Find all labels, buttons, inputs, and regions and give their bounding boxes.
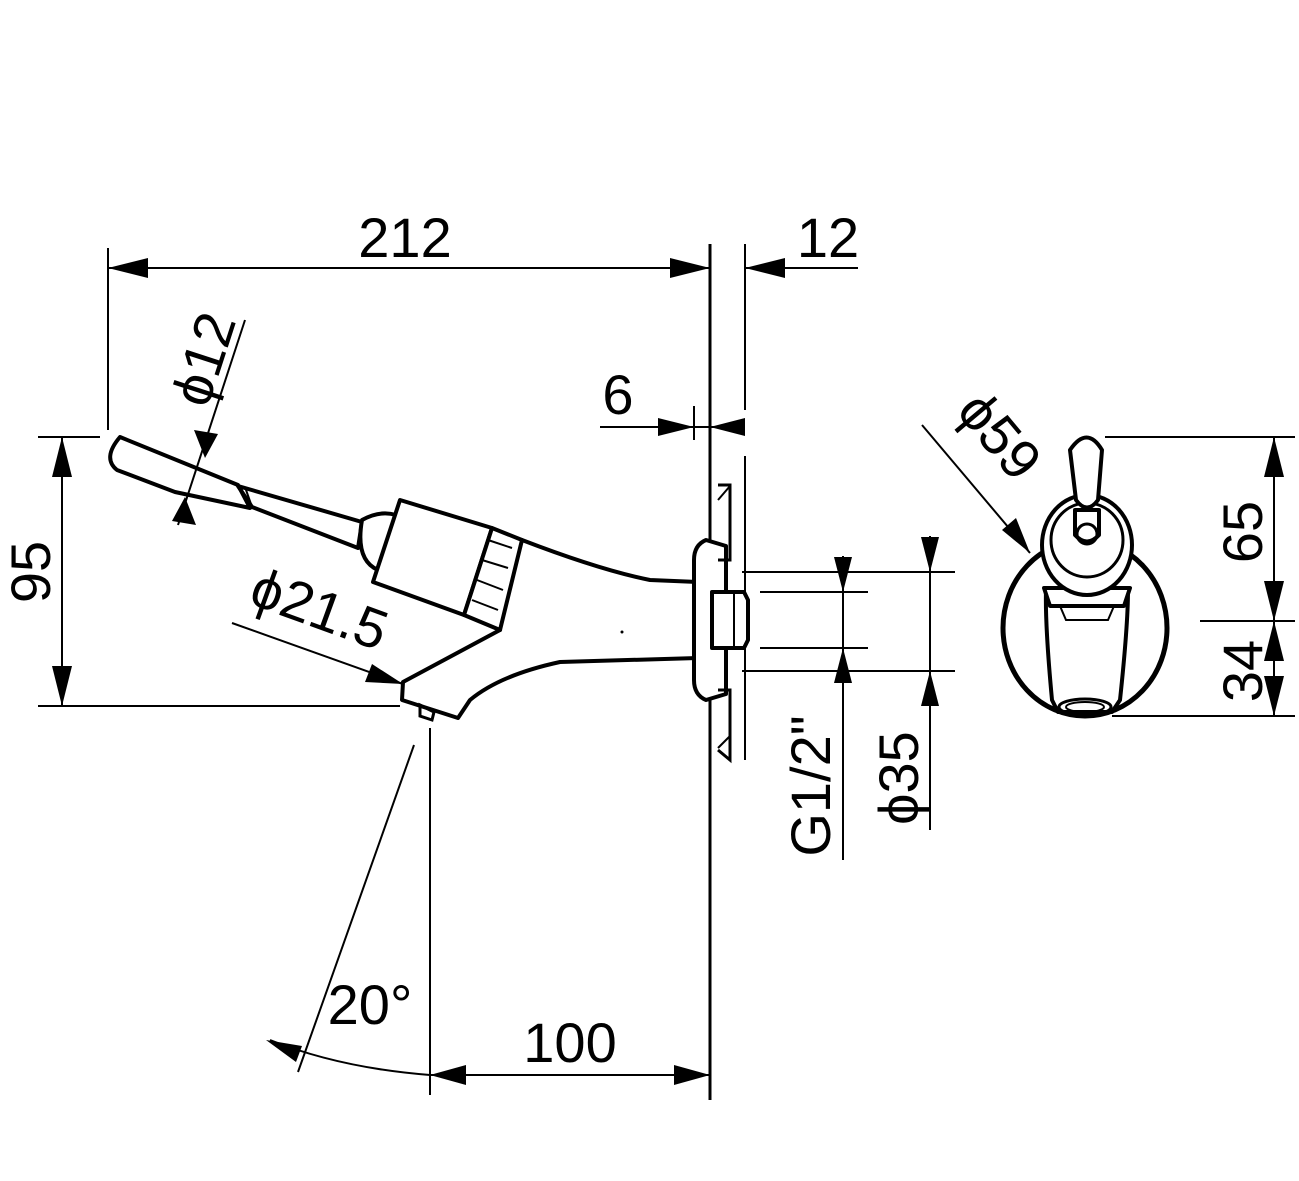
- label-100: 100: [523, 1011, 616, 1074]
- label-212: 212: [358, 206, 451, 269]
- front-view: [1000, 435, 1170, 719]
- label-20deg: 20°: [328, 973, 413, 1036]
- label-6: 6: [602, 363, 633, 426]
- label-phi12: ϕ12: [159, 305, 248, 414]
- label-phi35: ϕ35: [867, 731, 930, 825]
- label-12: 12: [797, 206, 859, 269]
- label-thread: G1/2": [779, 715, 842, 856]
- front-lever: [1068, 435, 1104, 510]
- connector: [710, 590, 750, 650]
- lever-rod: [236, 484, 364, 550]
- label-phi59: ϕ59: [946, 379, 1054, 491]
- body-shank: [520, 538, 700, 584]
- label-95: 95: [0, 541, 62, 603]
- aerator: [1057, 697, 1113, 717]
- lever-tip: [108, 435, 252, 510]
- side-view-faucet: [108, 435, 700, 722]
- label-34: 34: [1211, 640, 1274, 702]
- dimension-lines: [38, 248, 1295, 1095]
- side-view-rosette: [692, 244, 750, 1100]
- front-body: [1043, 588, 1130, 714]
- label-phi21-5: ϕ21.5: [243, 555, 396, 662]
- label-65: 65: [1211, 501, 1274, 563]
